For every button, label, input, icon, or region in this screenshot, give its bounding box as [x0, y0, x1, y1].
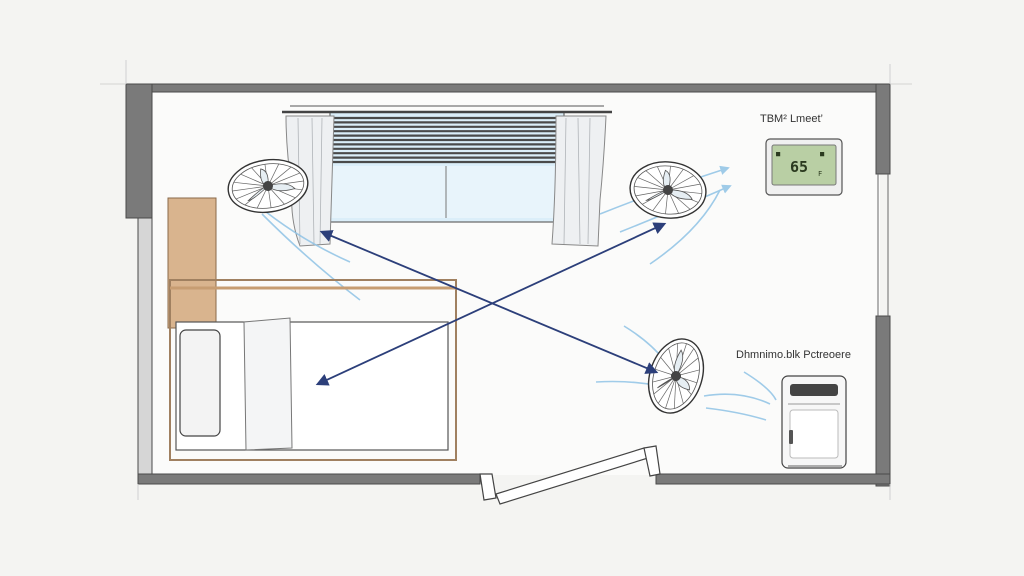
svg-text:■: ■ — [776, 150, 781, 158]
dehumidifier-icon: Dhmnimo.blk Pctreoere — [736, 349, 851, 469]
thermostat-label: TBM² Lmeet’ — [760, 113, 823, 125]
left-wall-upper — [125, 83, 153, 219]
bottom-wall-left — [137, 473, 481, 485]
top-wall — [125, 83, 891, 93]
sketch-lines — [100, 60, 912, 500]
room-walls — [125, 83, 891, 487]
blanket — [243, 317, 293, 451]
thermostat-icon: TBM² Lmeet’ 65 F ■ ■ — [760, 113, 843, 196]
airflow-arrow — [315, 222, 667, 386]
right-wall-opening — [877, 174, 889, 316]
left-wall-lower — [137, 217, 153, 475]
ceiling-fan-icon — [629, 161, 707, 219]
pillow — [179, 329, 221, 437]
thermostat-temperature: 65 — [790, 158, 808, 176]
bottom-wall-right — [655, 473, 891, 485]
dehumidifier-label: Dhmnimo.blk Pctreoere — [736, 349, 851, 361]
right-wall-upper — [875, 83, 891, 175]
thermostat-unit: F — [818, 170, 822, 178]
airflow-arrows — [315, 222, 667, 386]
window-blinds-icon — [282, 105, 612, 247]
ceiling-fan-icon — [227, 158, 309, 214]
svg-text:■: ■ — [820, 150, 825, 158]
right-wall-lower — [875, 315, 891, 487]
blind-slats — [332, 116, 562, 164]
nightstand — [167, 197, 217, 329]
door — [479, 445, 661, 505]
